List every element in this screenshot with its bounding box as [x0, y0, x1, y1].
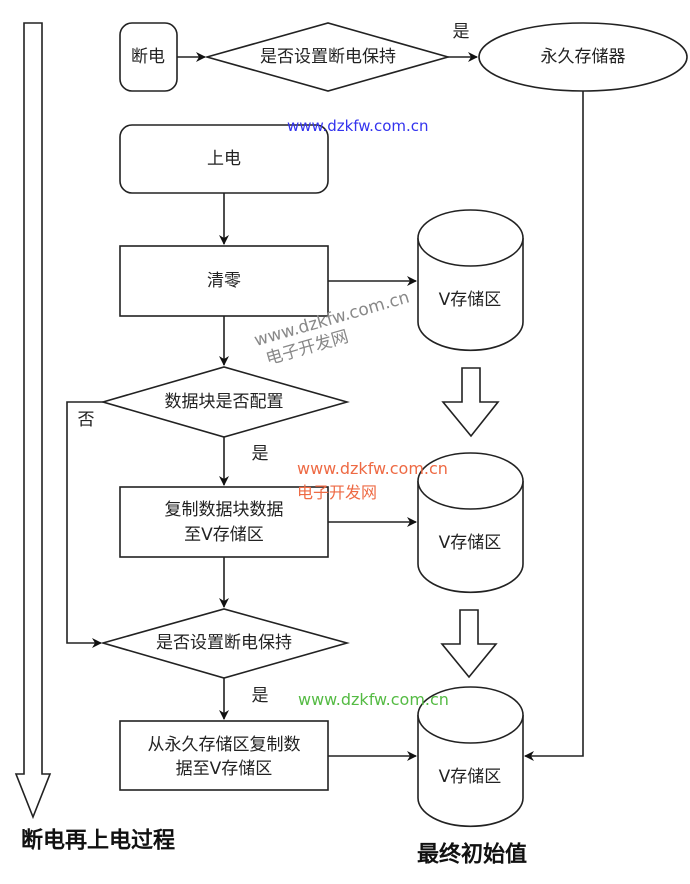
- v-store-1-cylinder: [417, 209, 524, 352]
- watermark-orange-cn: 电子开发网: [297, 483, 377, 502]
- copy-datablock-label-line1: 复制数据块数据: [165, 500, 284, 520]
- power-off-label: 断电: [131, 47, 165, 67]
- watermark-orange-url: www.dzkfw.com.cn: [297, 459, 448, 478]
- decision-datablock-node: [100, 366, 350, 438]
- copy-datablock-node: [119, 486, 329, 558]
- v-store-2-cylinder: [417, 452, 524, 594]
- watermark-blue: www.dzkfw.com.cn: [287, 117, 429, 135]
- edge-label-yes-retain: 是: [252, 686, 269, 706]
- v-store-1-label: V存储区: [439, 290, 502, 310]
- edge-label-no-datablock: 否: [78, 410, 95, 430]
- permanent-storage-label: 永久存储器: [541, 47, 626, 67]
- clear-label: 清零: [207, 271, 241, 291]
- flow-down-arrow-2: [440, 609, 498, 679]
- v-store-2-label: V存储区: [439, 533, 502, 553]
- decision-datablock-label: 数据块是否配置: [165, 392, 284, 412]
- copy-permanent-label-line1: 从永久存储区复制数: [148, 735, 301, 755]
- watermark-green: www.dzkfw.com.cn: [298, 690, 449, 709]
- left-process-title: 断电再上电过程: [21, 828, 175, 854]
- v-store-3-label: V存储区: [439, 767, 502, 787]
- edge-label-yes-datablock: 是: [252, 444, 269, 464]
- decision-retain-label: 是否设置断电保持: [156, 633, 292, 653]
- process-direction-arrow: [14, 22, 52, 820]
- copy-permanent-node: [119, 720, 329, 791]
- power-on-label: 上电: [207, 149, 241, 169]
- copy-permanent-label-line2: 据至V存储区: [176, 759, 273, 779]
- flow-down-arrow-1: [441, 367, 500, 438]
- right-result-title: 最终初始值: [417, 842, 527, 868]
- v-store-3-cylinder: [417, 686, 524, 828]
- decision-retain-node: [100, 608, 350, 679]
- copy-datablock-label-line2: 至V存储区: [184, 525, 264, 545]
- edge-label-yes-top: 是: [453, 22, 470, 42]
- decision-retain-top-label: 是否设置断电保持: [260, 47, 396, 67]
